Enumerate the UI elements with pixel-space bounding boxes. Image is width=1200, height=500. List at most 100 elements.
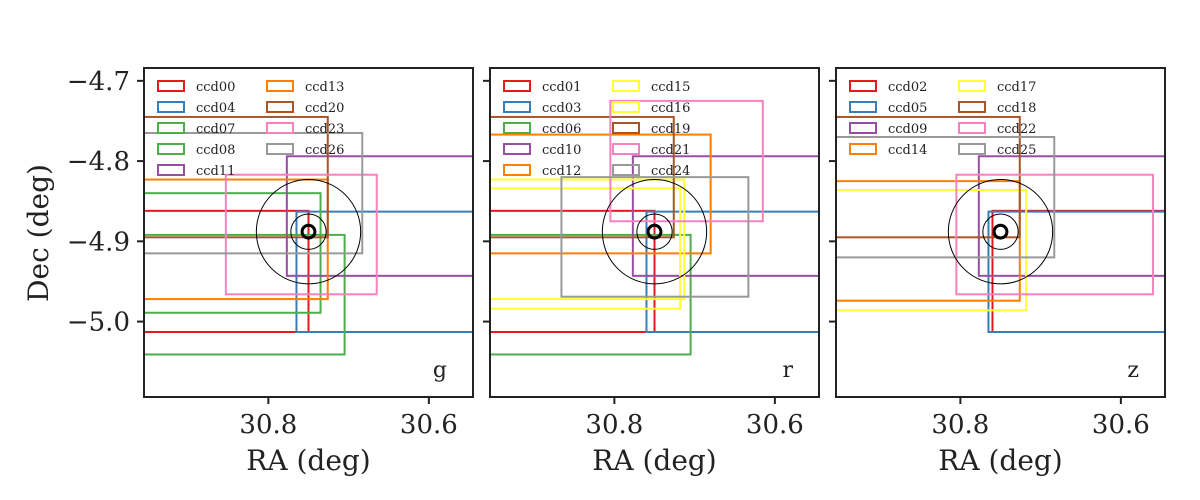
legend-swatch	[849, 80, 877, 92]
x-tick-label: 30.8	[239, 410, 297, 440]
target-circle	[982, 213, 1019, 250]
target-circle	[636, 213, 673, 250]
x-tick-label: 30.8	[585, 410, 643, 440]
legend-swatch	[266, 143, 294, 155]
ccd-footprint-ccd21	[609, 99, 764, 223]
legend-swatch	[157, 80, 185, 92]
legend-swatch	[849, 143, 877, 155]
legend-label: ccd06	[542, 122, 581, 137]
ccd-footprint-ccd20	[144, 115, 329, 239]
axes-frame	[143, 67, 474, 398]
legend-label: ccd01	[542, 80, 581, 95]
legend-swatch	[503, 122, 531, 134]
legend-label: ccd07	[196, 122, 235, 137]
legend-label: ccd02	[888, 80, 927, 95]
plot-area	[836, 115, 1165, 334]
x-tick-label: 30.6	[746, 410, 804, 440]
legend-swatch	[612, 164, 640, 176]
axes-frame	[835, 67, 1166, 398]
ccd-footprint-ccd10	[631, 155, 819, 277]
legend-label: ccd09	[888, 122, 927, 137]
legend-label: ccd12	[542, 164, 581, 179]
x-tick-label: 30.6	[1092, 410, 1150, 440]
target-circle	[646, 223, 663, 240]
ccd-footprint-ccd18	[836, 115, 1021, 239]
legend-label: ccd25	[997, 143, 1036, 158]
legend-label: ccd15	[651, 80, 690, 95]
legend-swatch	[266, 80, 294, 92]
legend: ccd00ccd04ccd07ccd08ccd11ccd13ccd20ccd23…	[157, 80, 344, 179]
legend-label: ccd04	[196, 101, 235, 116]
y-tick-label: −4.7	[67, 67, 130, 97]
target-circle	[300, 223, 317, 240]
legend-swatch	[958, 143, 986, 155]
legend-swatch	[157, 101, 185, 113]
y-tick-label: −4.9	[67, 227, 130, 257]
x-axis-label: RA (deg)	[246, 444, 370, 477]
ccd-footprint-ccd12	[490, 133, 712, 255]
legend-swatch	[849, 122, 877, 134]
legend-swatch	[849, 101, 877, 113]
legend-label: ccd10	[542, 143, 581, 158]
legend-label: ccd18	[997, 101, 1036, 116]
target-circle	[290, 213, 327, 250]
legend-label: ccd21	[651, 143, 690, 158]
x-tick-label: 30.6	[400, 410, 458, 440]
target-circle	[992, 223, 1009, 240]
legend-label: ccd13	[305, 80, 344, 95]
legend-swatch	[612, 143, 640, 155]
legend-label: ccd16	[651, 101, 690, 116]
ccd-footprint-ccd15	[490, 187, 682, 310]
legend-swatch	[503, 164, 531, 176]
legend: ccd01 ccd03 ccd06 ccd10 ccd12 ccd15 ccd16 ccd19…	[503, 80, 690, 179]
y-tick-label: −5.0	[67, 308, 130, 338]
legend-label: ccd17	[997, 80, 1036, 95]
legend-label: ccd19	[651, 122, 690, 137]
legend-swatch	[612, 101, 640, 113]
legend-label: ccd11	[196, 164, 235, 179]
legend-label: ccd03	[542, 101, 581, 116]
legend-swatch	[958, 80, 986, 92]
legend-swatch	[612, 122, 640, 134]
axes-frame	[489, 67, 820, 398]
ccd-footprint-ccd17	[836, 188, 1028, 312]
x-tick-label: 30.8	[931, 410, 989, 440]
x-axis-label: RA (deg)	[938, 444, 1062, 477]
ccd-footprint-ccd24	[560, 176, 750, 298]
band-label: r	[782, 358, 793, 383]
y-axis-label: Dec (deg)	[22, 164, 55, 302]
legend-swatch	[503, 143, 531, 155]
ccd-footprint-ccd09	[977, 155, 1165, 277]
legend-label: ccd26	[305, 143, 344, 158]
panel-g: 30.8 30.6 −4.7 −4.8 −4.9 −5.0 RA (deg) g ccd00 cc…	[67, 67, 474, 477]
ccd-footprint-ccd16	[490, 178, 686, 301]
legend-swatch	[157, 143, 185, 155]
legend-label: ccd22	[997, 122, 1036, 137]
legend-swatch	[958, 101, 986, 113]
ccd-footprint-ccd04	[295, 210, 473, 334]
legend-label: ccd00	[196, 80, 235, 95]
ccd-footprint-ccd23	[224, 173, 378, 296]
legend-swatch	[157, 122, 185, 134]
legend-swatch	[503, 101, 531, 113]
ccd-footprint-ccd13	[144, 178, 329, 301]
legend-swatch	[266, 101, 294, 113]
plot-area	[490, 99, 819, 356]
ccd-footprint-ccd06	[490, 233, 692, 356]
legend-label: ccd14	[888, 143, 927, 158]
y-tick-label: −4.8	[67, 147, 130, 177]
ccd-footprint-ccd01	[490, 209, 656, 334]
target-circle	[255, 179, 362, 285]
legend-swatch	[266, 122, 294, 134]
band-label: g	[433, 358, 447, 383]
target-circle	[601, 179, 708, 285]
legend-swatch	[157, 164, 185, 176]
legend-label: ccd23	[305, 122, 344, 137]
legend-label: ccd24	[651, 164, 690, 179]
legend-swatch	[612, 80, 640, 92]
legend-label: ccd08	[196, 143, 235, 158]
